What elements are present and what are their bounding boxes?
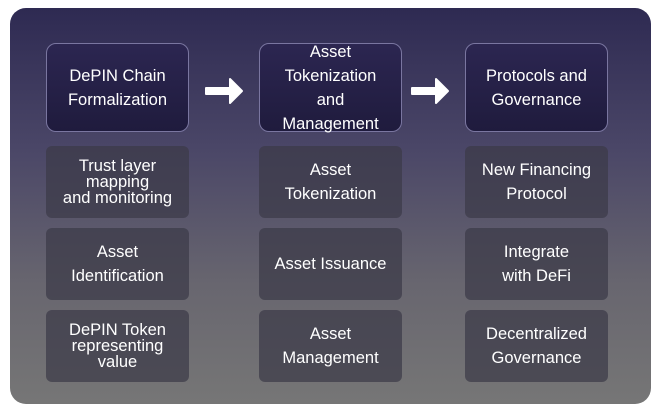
item-asset-tokenization: Asset Tokenization [259, 146, 402, 218]
right-arrow-icon [205, 78, 243, 104]
item-label: Integrate with DeFi [502, 243, 571, 285]
column-header-label: Asset Tokenization and Management [282, 42, 379, 133]
item-label: Asset Tokenization [284, 161, 377, 203]
item-label: Trust layer mapping and monitoring [62, 157, 173, 207]
column-header-label: Protocols and Governance [486, 66, 587, 109]
item-integrate-defi: Integrate with DeFi [465, 228, 608, 300]
diagram-panel: DePIN Chain Formalization Trust layer ma… [10, 8, 651, 404]
item-trust-layer-mapping: Trust layer mapping and monitoring [46, 146, 189, 218]
item-new-financing-protocol: New Financing Protocol [465, 146, 608, 218]
item-asset-management: Asset Management [259, 310, 402, 382]
item-label: DePIN Token representing value [69, 321, 166, 371]
column-header-protocols-governance: Protocols and Governance [465, 43, 608, 132]
item-decentralized-governance: Decentralized Governance [465, 310, 608, 382]
column-header-label: DePIN Chain Formalization [67, 66, 168, 109]
item-label: Decentralized Governance [486, 325, 587, 367]
item-asset-identification: Asset Identification [46, 228, 189, 300]
item-label: Asset Identification [71, 243, 164, 285]
column-header-depin-chain: DePIN Chain Formalization [46, 43, 189, 132]
item-asset-issuance: Asset Issuance [259, 228, 402, 300]
column-header-asset-tokenization: Asset Tokenization and Management [259, 43, 402, 133]
item-label: New Financing Protocol [481, 161, 592, 203]
item-label: Asset Management [282, 325, 379, 367]
item-label: Asset Issuance [274, 255, 387, 273]
right-arrow-icon [411, 78, 449, 104]
item-depin-token-value: DePIN Token representing value [46, 310, 189, 382]
